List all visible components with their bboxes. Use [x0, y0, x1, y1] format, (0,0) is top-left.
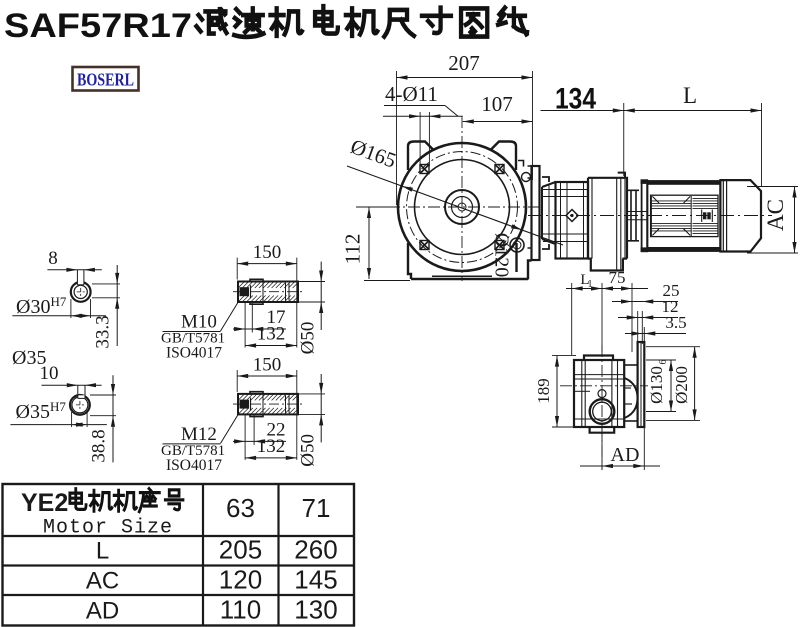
svg-text:38.8: 38.8	[89, 429, 110, 462]
svg-text:189: 189	[534, 378, 553, 404]
svg-text:107: 107	[481, 92, 513, 116]
svg-text:AD: AD	[611, 444, 640, 466]
svg-text:12: 12	[662, 297, 679, 316]
svg-text:110: 110	[220, 595, 261, 625]
svg-text:BOSERL: BOSERL	[77, 70, 134, 90]
svg-text:150: 150	[253, 242, 282, 263]
svg-text:Ø35: Ø35	[12, 347, 46, 369]
svg-text:SAF57R17: SAF57R17	[4, 7, 192, 45]
svg-text:Motor Size: Motor Size	[43, 517, 173, 540]
svg-text:ISO4017: ISO4017	[166, 345, 222, 362]
svg-text:AC: AC	[763, 199, 788, 231]
svg-text:ISO4017: ISO4017	[166, 457, 222, 474]
svg-text:AC: AC	[86, 568, 119, 595]
svg-text:Ø50: Ø50	[298, 322, 319, 355]
svg-text:10: 10	[40, 363, 59, 384]
svg-text:8: 8	[48, 248, 58, 269]
svg-text:71: 71	[302, 493, 331, 523]
svg-text:AD: AD	[86, 598, 119, 625]
svg-text:120: 120	[219, 565, 262, 595]
svg-text:1: 1	[588, 279, 593, 290]
svg-text:L: L	[96, 538, 109, 565]
svg-text:63: 63	[226, 493, 255, 523]
svg-text:GB/T5781: GB/T5781	[161, 443, 225, 459]
svg-text:75: 75	[609, 268, 626, 287]
svg-text:132: 132	[257, 436, 286, 457]
svg-text:150: 150	[253, 355, 282, 376]
svg-text:Ø120: Ø120	[491, 233, 513, 277]
svg-text:145: 145	[294, 565, 337, 595]
svg-text:112: 112	[341, 234, 365, 265]
svg-text:Ø200: Ø200	[672, 366, 691, 404]
svg-text:260: 260	[294, 535, 337, 565]
svg-text:25: 25	[663, 281, 680, 300]
svg-text:GB/T5781: GB/T5781	[161, 331, 225, 347]
svg-text:207: 207	[448, 51, 480, 75]
svg-text:205: 205	[219, 535, 262, 565]
svg-text:132: 132	[257, 324, 286, 345]
svg-text:YE2: YE2	[21, 489, 68, 517]
svg-text:Ø50: Ø50	[298, 434, 319, 467]
svg-text:M12: M12	[181, 424, 217, 445]
svg-text:33.3: 33.3	[93, 315, 114, 348]
svg-text:M10: M10	[181, 312, 217, 333]
svg-text:3.5: 3.5	[665, 313, 686, 332]
svg-text:4-Ø11: 4-Ø11	[385, 82, 438, 106]
svg-text:17: 17	[267, 307, 286, 328]
svg-text:6: 6	[658, 360, 669, 365]
svg-text:L: L	[580, 272, 589, 288]
svg-text:130: 130	[294, 595, 337, 625]
svg-text:Ø130: Ø130	[647, 366, 666, 404]
svg-text:22: 22	[267, 419, 286, 440]
svg-text:L: L	[683, 83, 697, 108]
